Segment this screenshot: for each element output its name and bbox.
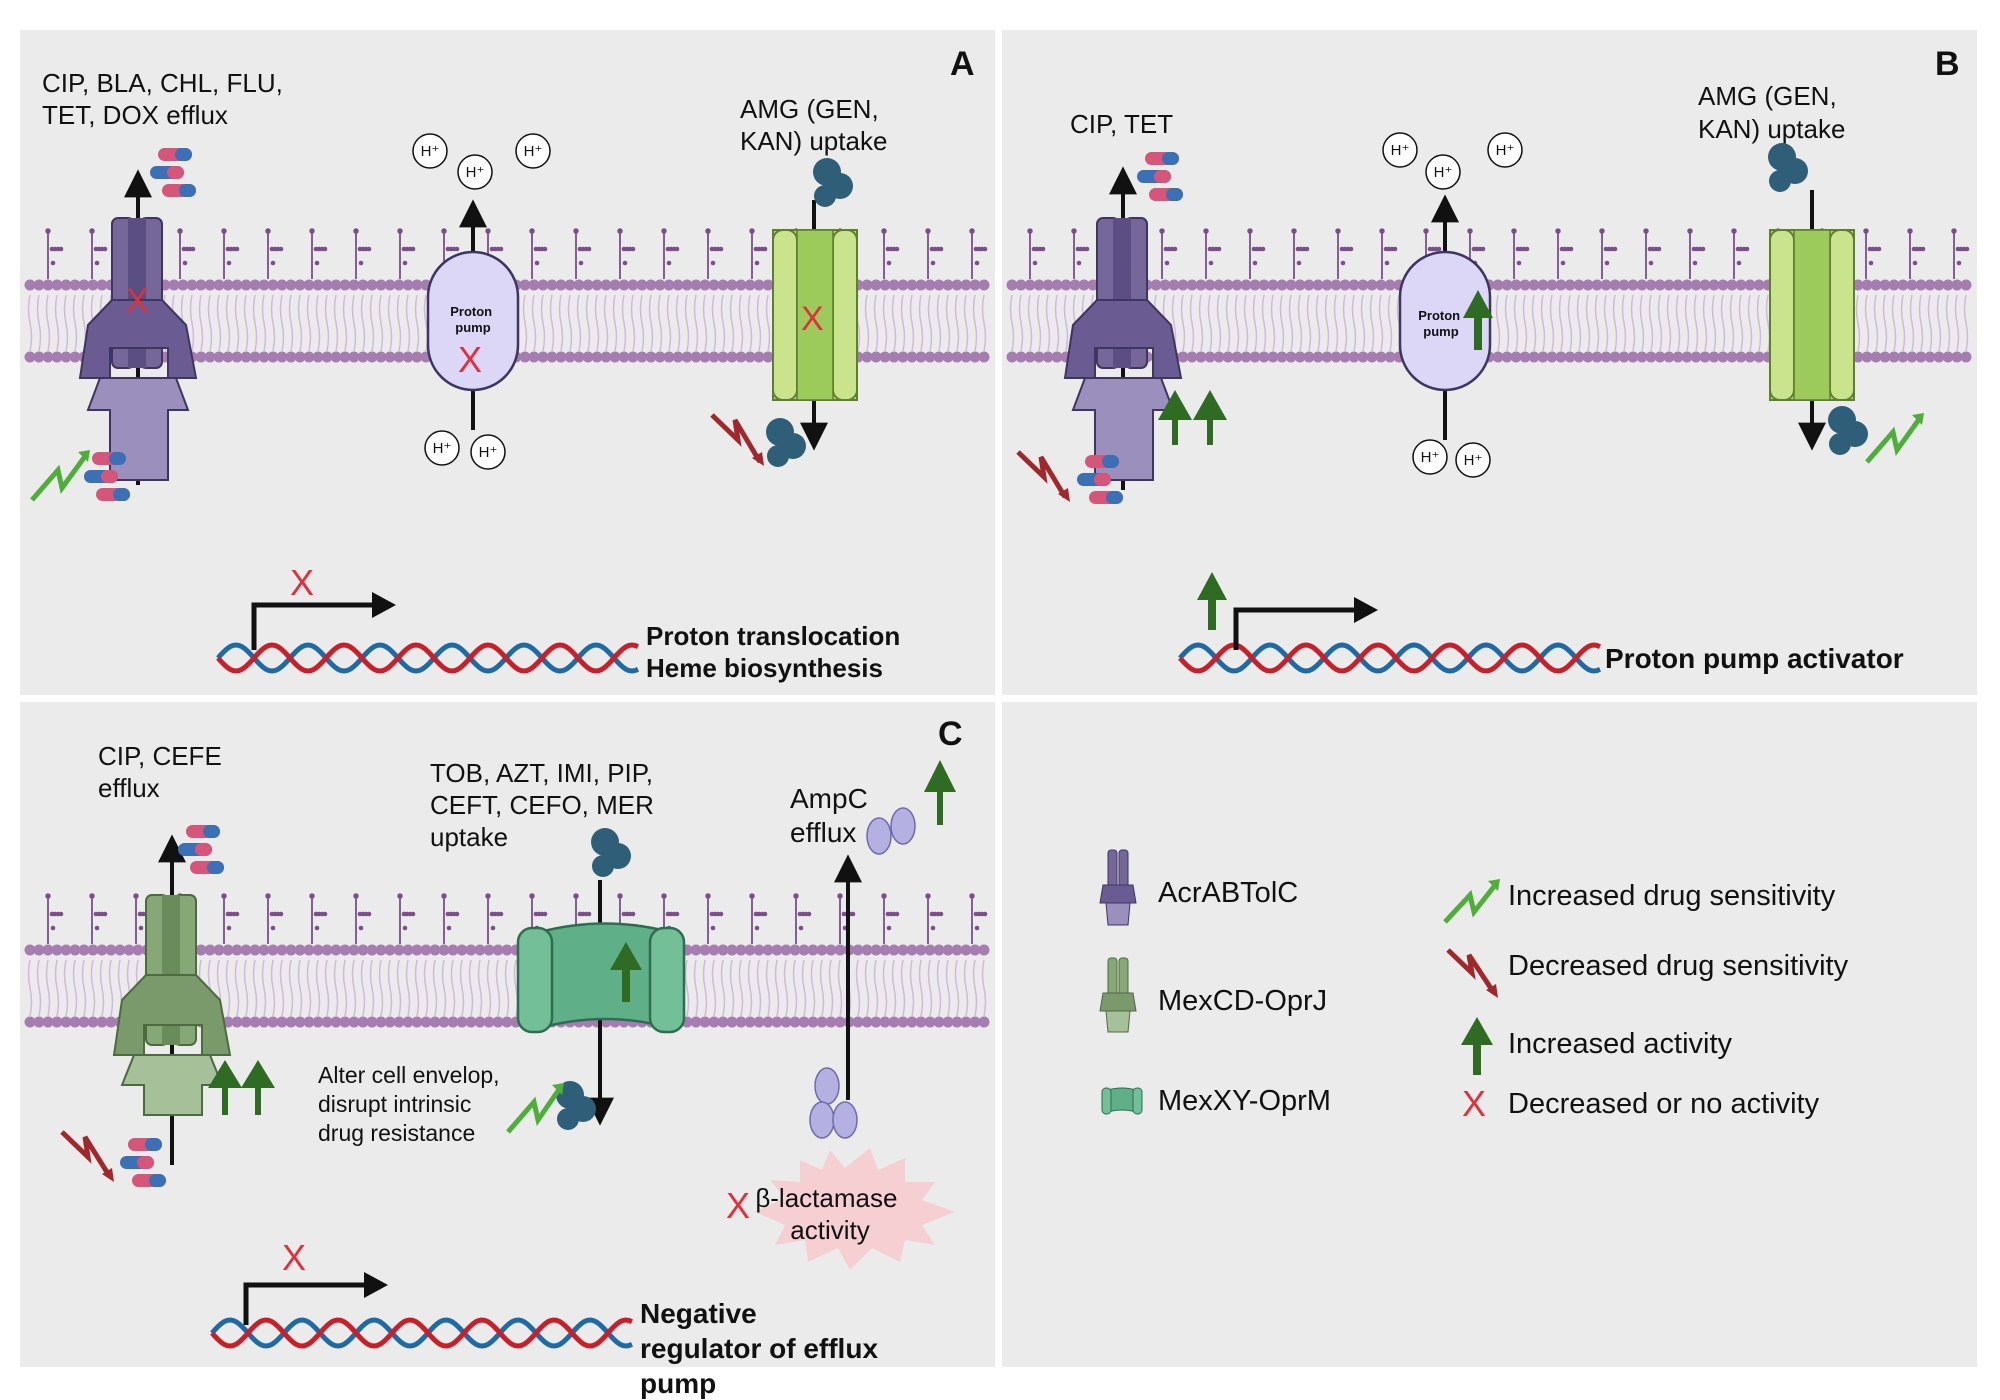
acrabtolc-icon [1099,849,1137,926]
dna-helix [1178,642,1601,674]
promoter-arrow [243,1282,372,1325]
increased-activity-icon [610,942,642,1002]
efflux-label: CIP, TET [1070,109,1173,139]
uptake-label: AMG (GEN, KAN) uptake [1698,81,1845,144]
increased-activity-icon [208,1060,275,1115]
increased-activity-icon [924,760,956,825]
decreased-sensitivity-icon [60,1130,113,1179]
x-mark-icon: X [726,1185,750,1226]
increased-sensitivity-icon [1865,416,1923,464]
drug-capsules-icon [1137,152,1183,201]
membrane [24,893,990,1028]
proton-icon: H⁺ H⁺ H⁺ H⁺ H⁺ [412,133,551,470]
legend-label: MexXY-OprM [1158,1085,1331,1117]
gene-label: Proton pump activator [1605,643,1904,674]
aminoglycoside-channel [1769,190,1855,451]
aminoglycoside-molecule-icon [1768,143,1868,455]
mexcd-oprj-pump [112,834,232,1165]
increased-sensitivity-icon [1443,879,1500,924]
increased-activity-icon [1463,290,1493,350]
legend-label: Decreased or no activity [1508,1088,1820,1120]
pump-label: Proton pump [1418,308,1464,339]
x-mark-icon: X [282,1237,306,1278]
x-mark-icon: X [290,562,314,603]
decreased-sensitivity-icon [1446,948,1498,998]
drug-capsules-icon [1077,455,1123,504]
panel-letter: B [1935,45,1960,83]
svg-text:H⁺: H⁺ [1464,452,1483,469]
ampc-protein-icon [809,807,916,1139]
svg-text:H⁺: H⁺ [433,440,452,457]
panel-letter: A [950,45,975,83]
gene-label: Proton translocation Heme biosynthesis [646,621,907,683]
gene-label: Negative regulator of efflux pump [640,1298,886,1399]
increased-activity-icon [1197,572,1227,630]
mexcd-oprj-icon [1099,957,1137,1033]
aminoglycoside-molecule-icon [766,158,853,467]
decreased-sensitivity-icon [1016,450,1068,499]
x-mark-icon: X [126,282,149,320]
decreased-sensitivity-icon [710,413,763,464]
x-mark-icon: X [801,300,824,338]
drug-capsules-icon [120,1138,166,1187]
svg-text:H⁺: H⁺ [466,164,485,181]
beta-lactamase-burst [755,1148,955,1270]
svg-text:H⁺: H⁺ [1496,142,1515,159]
svg-text:H⁺: H⁺ [1391,142,1410,159]
efflux-label: CIP, CEFE efflux [98,741,229,803]
increased-activity-icon [1461,1017,1493,1075]
aminoglycoside-molecule-icon [556,828,631,1130]
pump-label: Proton pump [450,304,496,335]
svg-text:H⁺: H⁺ [1421,449,1440,466]
uptake-label: AMG (GEN, KAN) uptake [740,94,887,156]
drug-capsules-icon [150,148,196,197]
legend-label: MexCD-OprJ [1158,985,1327,1017]
proton-pump: Proton pump X [426,199,520,430]
lactamase-label: β-lactamase activity [755,1183,904,1245]
mexxy-oprm-channel [516,880,686,1126]
x-mark-icon: X [458,339,482,380]
increased-sensitivity-icon [506,1086,563,1134]
decreased-activity-icon: X [1462,1083,1486,1124]
increased-sensitivity-icon [30,453,89,502]
increased-activity-icon [1158,390,1227,445]
promoter-arrow [1233,607,1362,650]
svg-text:H⁺: H⁺ [479,444,498,461]
svg-text:H⁺: H⁺ [1434,164,1453,181]
ampc-label: AmpC efflux [790,783,876,848]
legend-label: AcrABTolC [1158,877,1298,909]
legend: AcrABTolC MexCD-OprJ MexXY-OprM Increase… [1099,849,1849,1124]
drug-capsules-icon [178,825,224,874]
legend-label: Decreased drug sensitivity [1508,950,1849,982]
legend-panel [1002,702,1977,1367]
svg-text:H⁺: H⁺ [524,143,543,160]
promoter-arrow [251,602,380,650]
legend-label: Increased activity [1508,1028,1733,1060]
drug-capsules-icon [84,452,130,501]
legend-label: Increased drug sensitivity [1508,880,1836,912]
envelope-label: Alter cell envelop, disrupt intrinsic dr… [318,1062,506,1146]
proton-pump: Proton pump [1398,194,1493,440]
proton-icon: H⁺ H⁺ H⁺ H⁺ H⁺ [1382,132,1523,478]
uptake-label: TOB, AZT, IMI, PIP, CEFT, CEFO, MER upta… [430,758,661,852]
acrabtolc-pump [1063,166,1183,490]
dna-helix [216,642,639,674]
panel-letter: C [938,715,963,753]
svg-text:H⁺: H⁺ [421,143,440,160]
mexxy-oprm-icon [1101,1087,1143,1115]
dna-helix [210,1317,633,1349]
aminoglycoside-channel: X [772,200,858,451]
efflux-label: CIP, BLA, CHL, FLU, TET, DOX efflux [42,68,290,130]
